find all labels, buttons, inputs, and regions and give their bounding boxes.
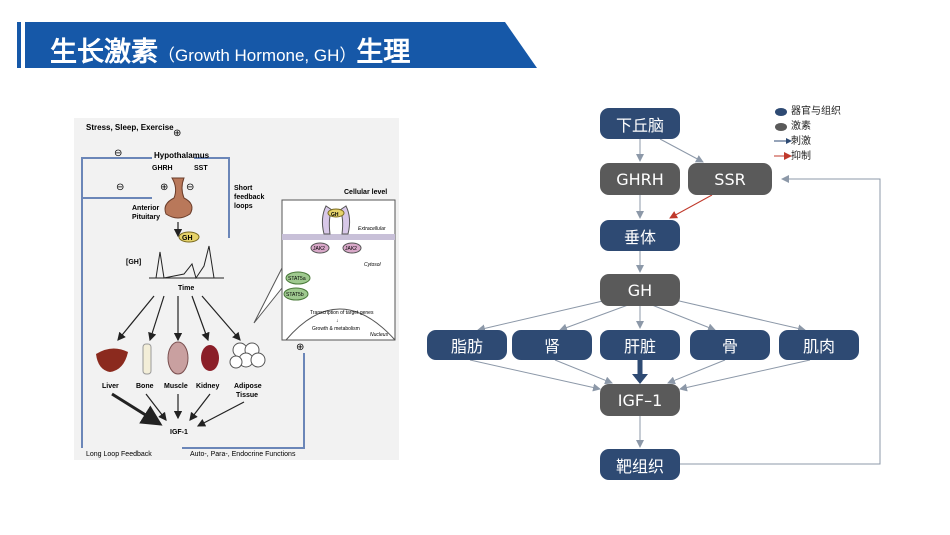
short-feedback-label-3: loops xyxy=(234,203,253,210)
node-igf1: IGF–1 xyxy=(600,384,680,416)
jak2-left xyxy=(310,242,330,254)
organ-label-kidney: Kidney xyxy=(196,383,219,390)
jak2-left-label: JAK2 xyxy=(313,246,325,252)
plus-sign-ghrh: ⊕ xyxy=(160,182,168,193)
gh-physiology-figure: Stress, Sleep, Exercise ⊕ Hypothalamus G… xyxy=(74,118,399,460)
organ-label-muscle: Muscle xyxy=(164,383,188,390)
liver-to-igf1-arrowhead xyxy=(632,374,648,384)
organ-label-adipose-1: Adipose xyxy=(234,383,262,390)
pituitary-shape xyxy=(164,177,193,219)
title-main-prefix: 生长激素 xyxy=(50,37,158,68)
organ-label-bone: Bone xyxy=(136,383,154,390)
organ-label-liver: Liver xyxy=(102,383,119,390)
node-kidney: 肾 xyxy=(512,330,592,360)
node-ssr: SSR xyxy=(688,163,772,195)
flowchart-legend: 器官与组织 激素 刺激 抑制 xyxy=(773,104,841,164)
cytosol-label: Cytosol xyxy=(364,262,382,268)
ssr-inhibit-arrow xyxy=(669,194,713,219)
legend-organ: 器官与组织 xyxy=(773,104,841,119)
gh-to-organ-arrows xyxy=(117,295,241,342)
adipose-shape xyxy=(229,342,266,369)
gh-ligand-label: GH xyxy=(331,212,339,218)
stat5b-label: STAT5b xyxy=(286,292,304,298)
node-gh: GH xyxy=(600,274,680,306)
time-label: Time xyxy=(178,285,194,292)
stat5b-shape xyxy=(283,287,309,301)
liver-shape xyxy=(96,348,128,372)
title-subtitle: （Growth Hormone, GH） xyxy=(158,46,357,65)
minus-sign-1: ⊖ xyxy=(114,148,122,159)
plus-sign-top: ⊕ xyxy=(173,128,181,139)
hypothalamus-label: Hypothalamus xyxy=(154,151,210,160)
kidney-shape xyxy=(201,345,219,371)
node-muscle: 肌肉 xyxy=(779,330,859,360)
feedback-lines xyxy=(81,157,305,449)
title-bar: 生长激素（Growth Hormone, GH）生理 xyxy=(17,22,537,68)
title-main-suffix: 生理 xyxy=(356,37,411,68)
legend-organ-swatch xyxy=(775,108,787,116)
page-title: 生长激素（Growth Hormone, GH）生理 xyxy=(50,30,410,69)
legend-hormone: 激素 xyxy=(773,119,841,134)
growth-metabolism-label: Growth & metabolism xyxy=(312,326,360,332)
organ-label-adipose-2: Tissue xyxy=(236,392,258,399)
minus-sign-sst: ⊖ xyxy=(186,182,194,193)
gh-badge-label: GH xyxy=(182,235,193,242)
gh-badge xyxy=(178,231,200,243)
membrane xyxy=(282,234,395,240)
organ-to-igf1-arrows xyxy=(111,392,245,427)
title-bar-background xyxy=(17,22,537,68)
short-feedback-label: Short xyxy=(234,185,253,192)
gh-ligand xyxy=(327,208,345,218)
nucleus-label: Nucleus xyxy=(370,332,389,338)
long-loop-label: Long Loop Feedback xyxy=(86,451,152,458)
cellular-callout xyxy=(253,267,283,324)
jak2-right-label: JAK2 xyxy=(345,246,357,252)
plus-sign-feedback: ⊕ xyxy=(296,342,304,353)
short-feedback-label-2: feedback xyxy=(234,194,264,201)
figure-canvas: Stress, Sleep, Exercise ⊕ Hypothalamus G… xyxy=(81,123,396,458)
bone-shape xyxy=(142,343,152,375)
legend-inhibit: 抑制 xyxy=(773,149,841,164)
minus-sign-2: ⊖ xyxy=(116,182,124,193)
anterior-pituitary-line2: Pituitary xyxy=(132,214,160,221)
stimulate-connectors xyxy=(469,138,881,465)
gh-level-label: [GH] xyxy=(126,259,141,266)
stat5a-shape xyxy=(285,271,311,285)
node-bone: 骨 xyxy=(690,330,770,360)
ghrh-label: GHRH xyxy=(152,165,173,172)
node-ghrh: GHRH xyxy=(600,163,680,195)
transcription-arrow: ↓ xyxy=(336,318,339,324)
auto-para-label: Auto-, Para-, Endocrine Functions xyxy=(190,451,296,458)
legend-hormone-label: 激素 xyxy=(791,121,811,132)
igf1-label: IGF-1 xyxy=(170,429,188,436)
legend-organ-label: 器官与组织 xyxy=(791,106,841,117)
legend-stimulate: 刺激 xyxy=(773,134,841,149)
node-target-tissue: 靶组织 xyxy=(600,449,680,480)
node-hypothalamus: 下丘脑 xyxy=(600,108,680,139)
top-inputs-label: Stress, Sleep, Exercise xyxy=(86,123,174,132)
extracellular-label: Extracellular xyxy=(358,226,386,232)
transcription-label: Transcription of target genes xyxy=(310,310,374,316)
jak2-right xyxy=(342,242,362,254)
legend-inhibit-label: 抑制 xyxy=(791,151,811,162)
muscle-shape xyxy=(167,341,189,375)
node-fat: 脂肪 xyxy=(427,330,507,360)
nucleus-boundary xyxy=(285,308,396,341)
cellular-level-label: Cellular level xyxy=(344,189,387,196)
node-liver: 肝脏 xyxy=(600,330,680,360)
gh-pulse-line xyxy=(149,245,224,280)
sst-label: SST xyxy=(194,165,208,172)
node-pituitary: 垂体 xyxy=(600,220,680,251)
legend-stimulate-label: 刺激 xyxy=(791,136,811,147)
legend-hormone-swatch xyxy=(775,123,787,131)
cellular-panel xyxy=(281,199,396,341)
anterior-pituitary-line1: Anterior xyxy=(132,205,160,212)
stat5a-label: STAT5a xyxy=(288,276,306,282)
